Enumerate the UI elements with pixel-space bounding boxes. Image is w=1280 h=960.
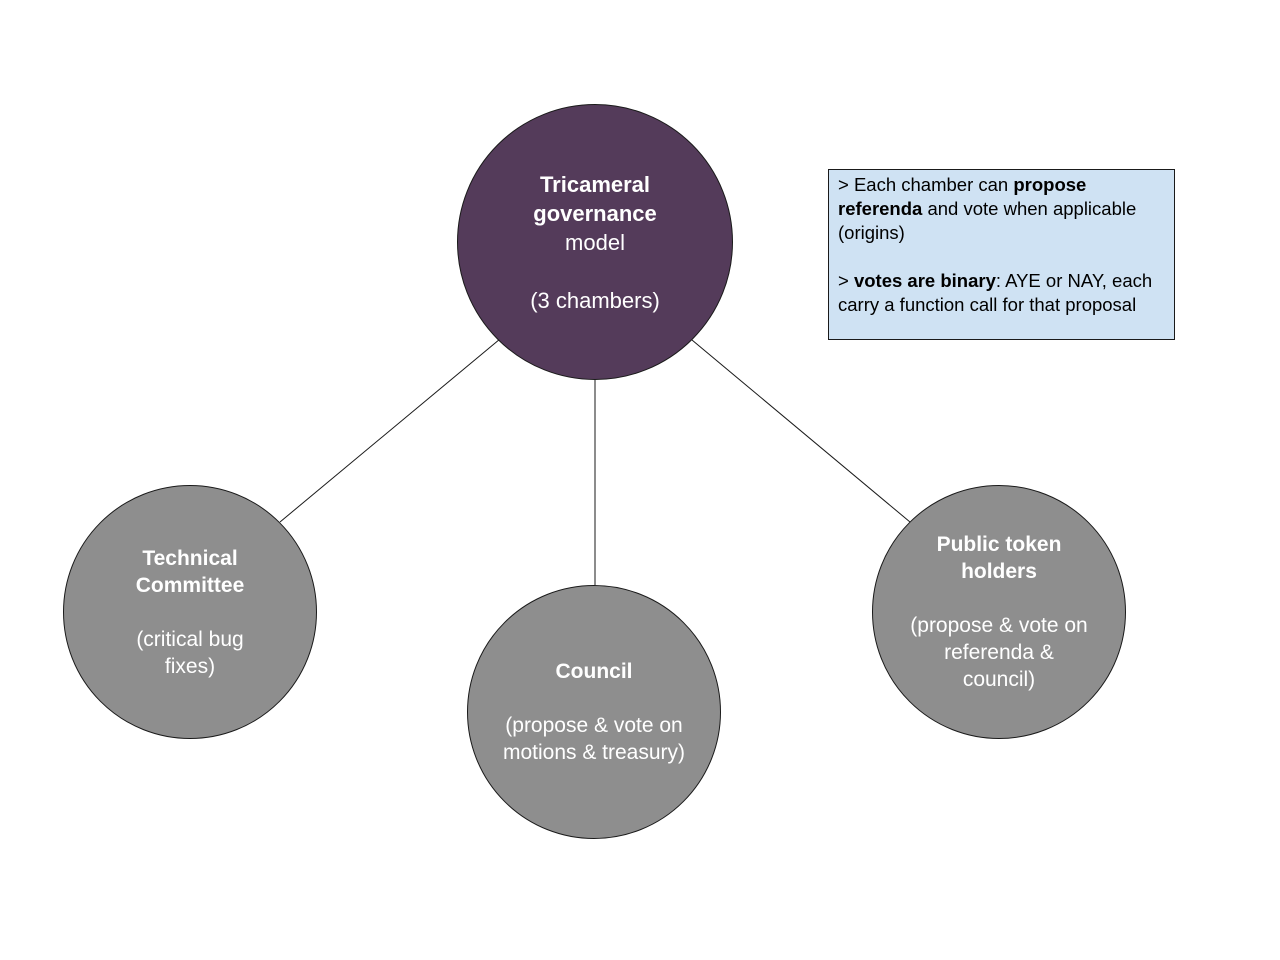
note-p1-prefix: > Each chamber can: [838, 174, 1014, 195]
root-title-line3: model: [565, 229, 625, 255]
public-token-holders-title-line2: holders: [961, 560, 1037, 583]
note-box: > Each chamber can propose referenda and…: [828, 169, 1175, 340]
technical-committee-desc: (critical bug fixes): [136, 627, 244, 678]
technical-committee-title-line2: Committee: [135, 573, 245, 597]
note-paragraph-2: > votes are binary: AYE or NAY, each car…: [838, 269, 1165, 317]
note-p1-suffix: and vote when applicable (origins): [838, 198, 1137, 243]
note-paragraph-1: > Each chamber can propose referenda and…: [838, 173, 1165, 245]
note-p2-bold: votes are binary: [853, 270, 996, 291]
public-token-holders-title-line1: Public token: [936, 533, 1062, 556]
connector-root-technical-committee: [279, 338, 501, 523]
root-title-line2: governance: [533, 200, 657, 226]
note-p2-suffix: : AYE or NAY, each carry a function call…: [838, 270, 1153, 315]
root-node-tricameral-governance: Tricameral governance model (3 chambers): [457, 104, 733, 380]
root-subtitle: (3 chambers): [530, 287, 660, 313]
node-public-token-holders: Public token holders (propose & vote on …: [872, 485, 1126, 739]
public-token-holders-desc: (propose & vote on referenda & council): [910, 614, 1088, 691]
node-council: Council (propose & vote on motions & tre…: [467, 585, 721, 839]
technical-committee-title-line1: Technical: [142, 546, 238, 570]
connector-root-public-token-holders: [691, 339, 911, 523]
note-p2-prefix: >: [838, 270, 854, 291]
root-title-line1: Tricameral: [539, 171, 651, 197]
node-technical-committee: Technical Committee (critical bug fixes): [63, 485, 317, 739]
note-p1-bold: propose referenda: [838, 174, 1087, 219]
council-title: Council: [555, 660, 633, 683]
council-desc: (propose & vote on motions & treasury): [502, 714, 686, 764]
